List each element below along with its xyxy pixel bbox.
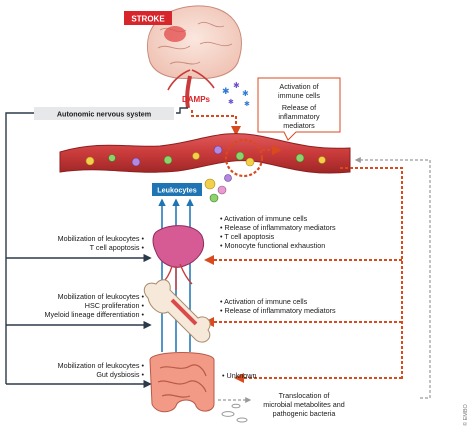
svg-text:✱: ✱ bbox=[233, 81, 240, 90]
spleen-left-1: T cell apoptosis • bbox=[90, 243, 145, 252]
credit-label: © EMBO bbox=[462, 404, 469, 426]
svg-text:✱: ✱ bbox=[242, 89, 249, 98]
svg-text:✱: ✱ bbox=[244, 100, 250, 108]
bone-left-1: HSC proliferation • bbox=[85, 301, 145, 310]
autonomic-label: Autonomic nervous system bbox=[57, 110, 151, 119]
gut-illustration bbox=[149, 352, 215, 413]
leukocytes-label: Leukocytes bbox=[157, 186, 197, 195]
damps-flow-arrow bbox=[191, 110, 241, 136]
callout-line4: inflammatory bbox=[278, 112, 320, 121]
translocation-line2: pathogenic bacteria bbox=[273, 409, 336, 418]
bone-right-1: • Release of inflammatory mediators bbox=[220, 306, 336, 315]
stroke-badge bbox=[124, 11, 172, 25]
gut-left-1: Gut dysbiosis • bbox=[96, 370, 144, 379]
damps-particles: ✱ ✱ ✱ ✱ ✱ bbox=[222, 81, 250, 108]
callout-line3: Release of bbox=[282, 103, 316, 112]
callout-line5: mediators bbox=[283, 121, 315, 130]
svg-text:✱: ✱ bbox=[222, 86, 230, 96]
autonomic-connector bbox=[176, 107, 188, 114]
translocation-return-arrow bbox=[354, 157, 431, 399]
damps-label: DAMPs bbox=[182, 95, 211, 104]
gut-left-0: Mobilization of leukocytes • bbox=[58, 361, 145, 370]
blood-vessel bbox=[59, 133, 351, 174]
activation-callout: Activation of immune cells Release of in… bbox=[257, 77, 341, 141]
brain-stem-vessel bbox=[185, 75, 192, 109]
spleen-right-0: • Activation of immune cells bbox=[220, 214, 308, 223]
systemic-red-trunk bbox=[340, 167, 403, 380]
bone-illustration bbox=[143, 279, 211, 343]
callout-line1: Activation of bbox=[279, 82, 318, 91]
gut-right-0: • Unknown bbox=[222, 371, 256, 380]
stroke-lesion bbox=[164, 26, 186, 42]
bone-left-0: Mobilization of leukocytes • bbox=[58, 292, 145, 301]
spleen-right-2: • T cell apoptosis bbox=[220, 232, 275, 241]
activation-zoom-circle bbox=[224, 138, 264, 178]
bacteria-illustration bbox=[221, 403, 248, 423]
spleen-illustration bbox=[152, 225, 204, 290]
immune-cells-cluster bbox=[204, 174, 232, 203]
leukocytes-badge bbox=[152, 183, 202, 196]
callout-line2: immune cells bbox=[278, 91, 320, 100]
svg-text:✱: ✱ bbox=[228, 98, 234, 106]
spleen-right-3: • Monocyte functional exhaustion bbox=[220, 241, 325, 250]
translocation-line0: Translocation of bbox=[279, 391, 330, 400]
autonomic-trunk bbox=[5, 112, 34, 384]
bone-right-0: • Activation of immune cells bbox=[220, 297, 308, 306]
autonomic-badge bbox=[34, 107, 174, 120]
spleen-right-1: • Release of inflammatory mediators bbox=[220, 223, 336, 232]
bone-left-2: Myeloid lineage differentiation • bbox=[45, 310, 145, 319]
spleen-left-0: Mobilization of leukocytes • bbox=[58, 234, 145, 243]
translocation-line1: microbial metabolites and bbox=[263, 400, 345, 409]
stroke-label: STROKE bbox=[131, 15, 165, 24]
